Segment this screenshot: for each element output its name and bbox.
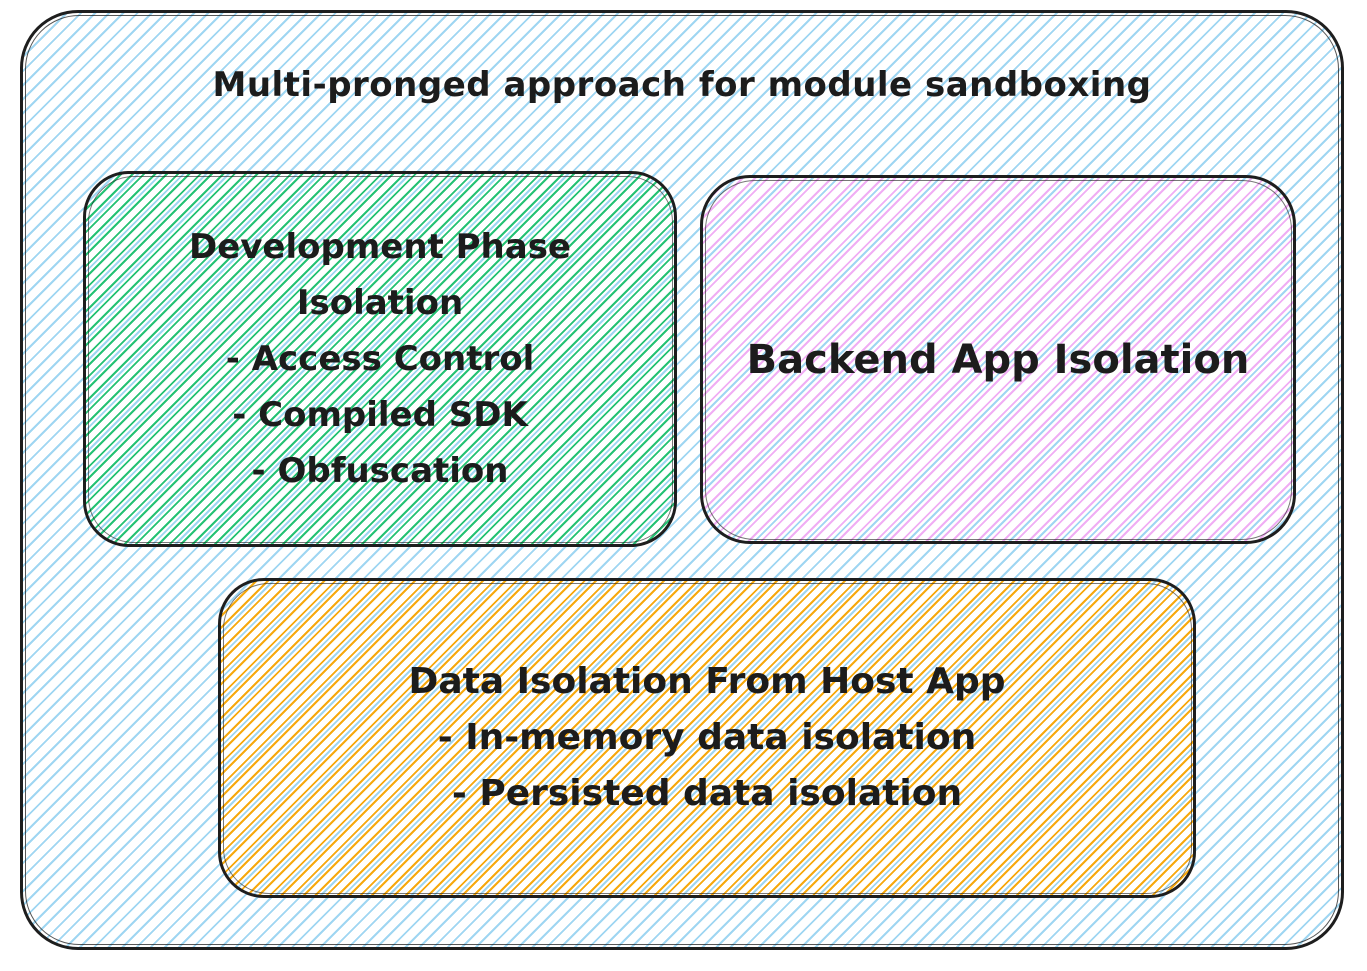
box-text-line: Data Isolation From Host App	[408, 661, 1006, 702]
box-text-line: - Access Control	[225, 339, 535, 379]
diagram-title: Multi-pronged approach for module sandbo…	[212, 65, 1152, 105]
box-text-line: Development Phase	[188, 227, 571, 267]
box-data-isolation-from-host-app: Data Isolation From Host App - In-memory…	[218, 578, 1196, 898]
box-text-line: Backend App Isolation	[746, 336, 1250, 383]
box-text-line: - In-memory data isolation	[437, 717, 977, 758]
box-text-line: - Persisted data isolation	[451, 773, 963, 814]
box-backend-app-isolation: Backend App Isolation	[700, 175, 1296, 544]
box-text-line: - Compiled SDK	[232, 395, 528, 435]
box-text-line: Isolation	[296, 283, 464, 323]
box-development-phase-isolation: Development Phase Isolation - Access Con…	[83, 171, 677, 547]
outer-frame: Multi-pronged approach for module sandbo…	[20, 10, 1344, 950]
box-text-line: - Obfuscation	[251, 451, 509, 491]
